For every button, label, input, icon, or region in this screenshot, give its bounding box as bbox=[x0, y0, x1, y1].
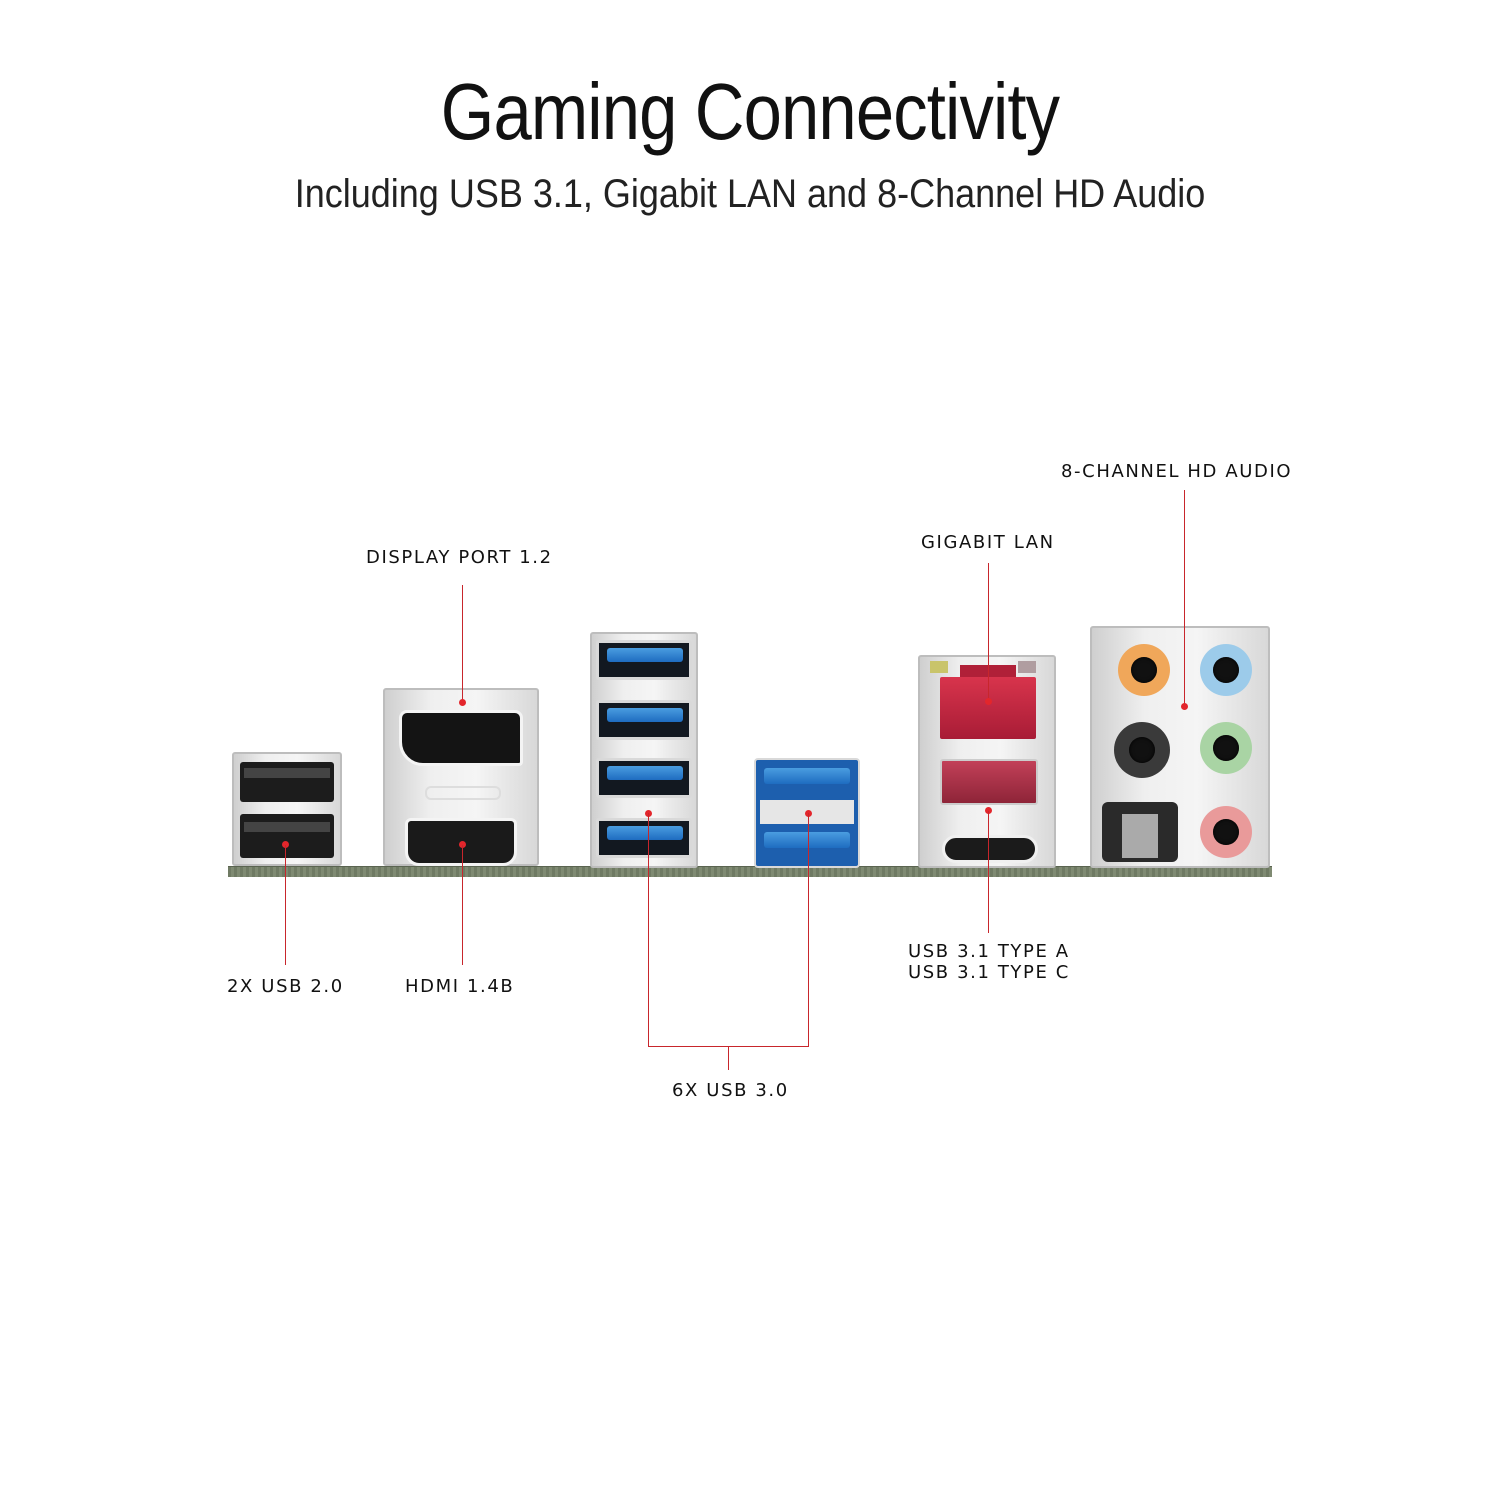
video-port-shield bbox=[383, 688, 539, 866]
motherboard-pcb-edge bbox=[228, 866, 1272, 877]
callout-line-audio bbox=[1184, 490, 1185, 705]
callout-dot bbox=[282, 841, 289, 848]
audio-jack-green bbox=[1200, 722, 1252, 774]
usb31-type-a-port bbox=[940, 759, 1038, 805]
callout-line-usb30-b bbox=[808, 813, 809, 1047]
usb30-port bbox=[596, 640, 692, 680]
usb31-type-c-port bbox=[942, 835, 1038, 863]
callout-line-display-port bbox=[462, 585, 463, 700]
usb20-port-stack bbox=[232, 752, 342, 866]
usb30-quad-stack bbox=[590, 632, 698, 868]
usb30-dual-stack bbox=[754, 758, 860, 868]
callout-dot bbox=[459, 699, 466, 706]
usb30-port bbox=[764, 768, 850, 784]
callout-line-hdmi bbox=[462, 845, 463, 965]
label-usb20: 2X USB 2.0 bbox=[227, 976, 344, 997]
label-display-port: DISPLAY PORT 1.2 bbox=[366, 547, 553, 568]
callout-dot bbox=[459, 841, 466, 848]
lan-usb31-shield bbox=[918, 655, 1056, 868]
callout-line-usb30-stem bbox=[728, 1046, 729, 1070]
label-gigabit-lan: GIGABIT LAN bbox=[921, 532, 1055, 553]
usb30-port bbox=[596, 700, 692, 740]
label-usb30: 6X USB 3.0 bbox=[672, 1080, 789, 1101]
optical-spdif-port bbox=[1102, 802, 1178, 862]
callout-line-lan bbox=[988, 563, 989, 700]
label-hdmi: HDMI 1.4B bbox=[405, 976, 515, 997]
usb30-port bbox=[596, 758, 692, 798]
lan-led-yellow bbox=[930, 661, 948, 673]
usb20-port-bottom bbox=[240, 814, 334, 858]
audio-jack-pink bbox=[1200, 806, 1252, 858]
audio-panel bbox=[1090, 626, 1270, 868]
label-usb31-c: USB 3.1 TYPE C bbox=[908, 962, 1070, 983]
callout-line-usb30-a bbox=[648, 813, 649, 1047]
audio-jack-orange bbox=[1118, 644, 1170, 696]
page-subtitle: Including USB 3.1, Gigabit LAN and 8-Cha… bbox=[294, 172, 1206, 216]
lan-led bbox=[1018, 661, 1036, 673]
callout-dot bbox=[985, 698, 992, 705]
callout-dot bbox=[1181, 703, 1188, 710]
usb30-port bbox=[764, 832, 850, 848]
label-hd-audio: 8-CHANNEL HD AUDIO bbox=[1061, 461, 1293, 482]
audio-jack-blue bbox=[1200, 644, 1252, 696]
callout-line-usb31 bbox=[988, 811, 989, 933]
displayport-connector bbox=[399, 710, 523, 766]
audio-jack-black bbox=[1114, 722, 1170, 778]
callout-dot bbox=[985, 807, 992, 814]
page-title: Gaming Connectivity bbox=[440, 67, 1060, 156]
callout-line-usb20 bbox=[285, 845, 286, 965]
usb30-port bbox=[596, 818, 692, 858]
label-usb31-a: USB 3.1 TYPE A bbox=[908, 941, 1070, 962]
